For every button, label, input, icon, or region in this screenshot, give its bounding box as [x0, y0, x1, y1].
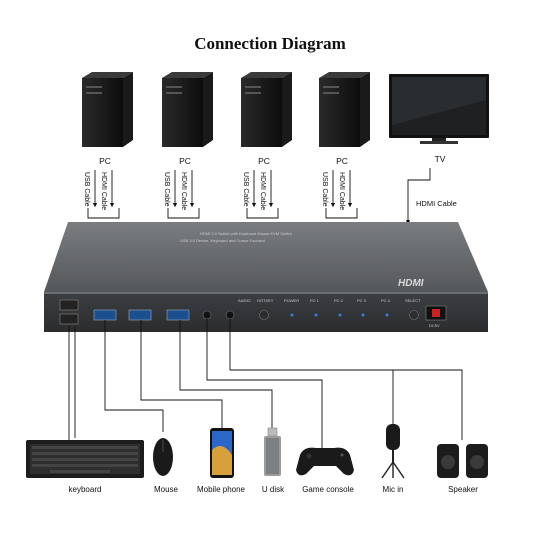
- hdmi-cable-label-1: HDMI Cable: [100, 172, 107, 211]
- game-controller-image: [296, 447, 354, 476]
- port-label-pc3: PC 3: [357, 298, 367, 303]
- hdmi-logo: HDMI: [398, 278, 424, 289]
- pc-label-2: PC: [179, 156, 191, 166]
- speaker-image: [437, 444, 488, 478]
- mouse-image: [153, 438, 173, 476]
- port-label-pc2: PC 2: [334, 298, 344, 303]
- pc-tower-2: [162, 72, 213, 147]
- usb-disk-image: [264, 427, 281, 476]
- pc-label-3: PC: [258, 156, 270, 166]
- device-label-game-console: Game console: [302, 485, 354, 494]
- pc-tower-1: [82, 72, 133, 147]
- device-label-mobile-phone: Mobile phone: [196, 485, 246, 494]
- pc-label-4: PC: [336, 156, 348, 166]
- usb-cable-label-3: USB Cable: [242, 172, 249, 207]
- usb-cable-label-1: USB Cable: [83, 172, 90, 207]
- diagram-title: Connection Diagram: [194, 34, 346, 53]
- port-label-hotkey: HOTKEY: [257, 298, 274, 303]
- device-label-keyboard: keyboard: [68, 485, 102, 494]
- port-label-power: POWER: [284, 298, 299, 303]
- pc-tower-3: [241, 72, 292, 147]
- port-label-pc4: PC 4: [381, 298, 391, 303]
- pc-cables: [87, 168, 431, 225]
- microphone-image: [381, 424, 405, 479]
- device-label-mic-in: Mic in: [382, 485, 404, 494]
- switch-caption-1: HDMI 2.0 Switch with Keyboard Mouse KVM …: [200, 231, 292, 236]
- kvm-switch: HDMI 2.0 Switch with Keyboard Mouse KVM …: [44, 222, 488, 332]
- phone-image: [210, 428, 234, 478]
- usb-cable-label-2: USB Cable: [163, 172, 170, 207]
- tv-label: TV: [434, 154, 446, 164]
- device-label-u-disk: U disk: [261, 485, 285, 494]
- pc-label-1: PC: [99, 156, 111, 166]
- hdmi-cable-label-3: HDMI Cable: [259, 172, 266, 211]
- device-label-mouse: Mouse: [153, 485, 178, 494]
- device-cables: [68, 319, 463, 448]
- hdmi-cable-label-4: HDMI Cable: [338, 172, 345, 211]
- tv-monitor: [389, 74, 489, 144]
- port-label-pc1: PC 1: [310, 298, 320, 303]
- port-label-dc5v: DC5V: [429, 323, 440, 328]
- device-label-speaker: Speaker: [448, 485, 478, 494]
- pc-tower-4: [319, 72, 370, 147]
- hdmi-cable-label-2: HDMI Cable: [180, 172, 187, 211]
- usb-cable-label-4: USB Cable: [321, 172, 328, 207]
- port-label-select: SELECT: [405, 298, 421, 303]
- tv-hdmi-cable-label: HDMI Cable: [416, 199, 457, 208]
- keyboard-image: [26, 440, 144, 478]
- switch-caption-2: USB 3.0 Device, Keyboard and Cursor Focu…: [180, 238, 265, 243]
- port-label-audio: AUDIO: [238, 298, 251, 303]
